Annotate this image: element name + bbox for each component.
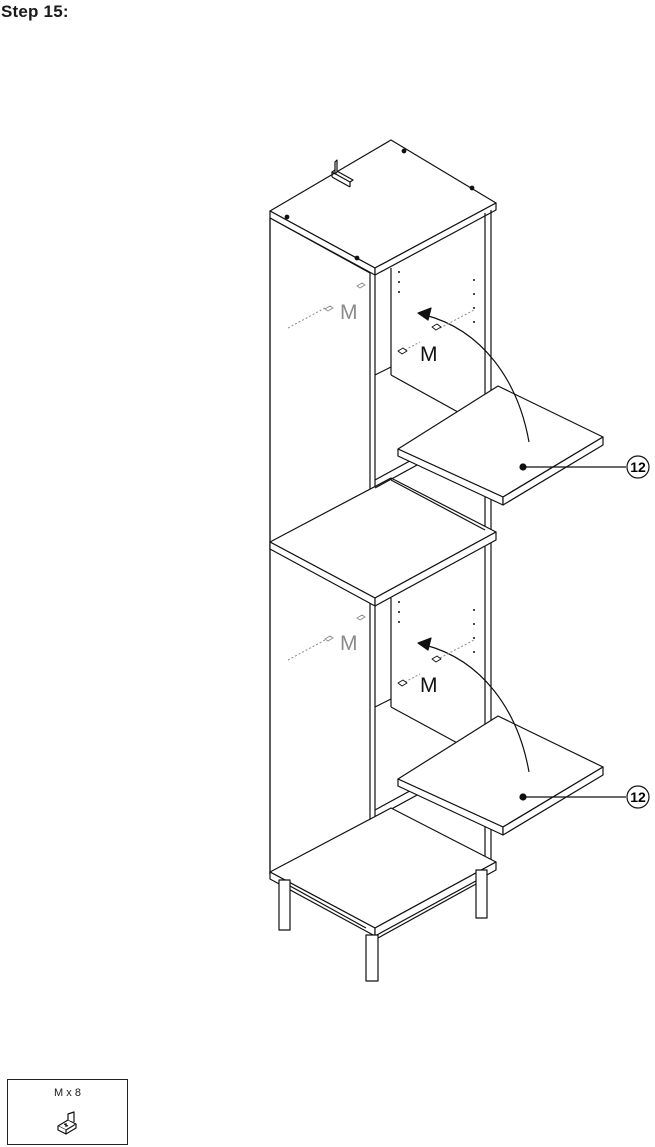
fitting-label-m: M <box>420 674 438 697</box>
adjustable-shelf-upper <box>398 386 603 505</box>
parts-quantity: M x 8 <box>8 1087 127 1099</box>
part-number-callout: 12 <box>630 789 646 805</box>
fitting-label-m: M <box>340 301 358 324</box>
fitting-label-m: M <box>420 343 438 366</box>
part-number-callout: 12 <box>630 459 646 475</box>
fitting-label-m: M <box>340 632 358 655</box>
adjustable-shelf-lower <box>398 716 603 835</box>
hardware-parts-box: M x 8 <box>7 1079 128 1145</box>
cam-lock-fitting-icon <box>54 1110 82 1136</box>
